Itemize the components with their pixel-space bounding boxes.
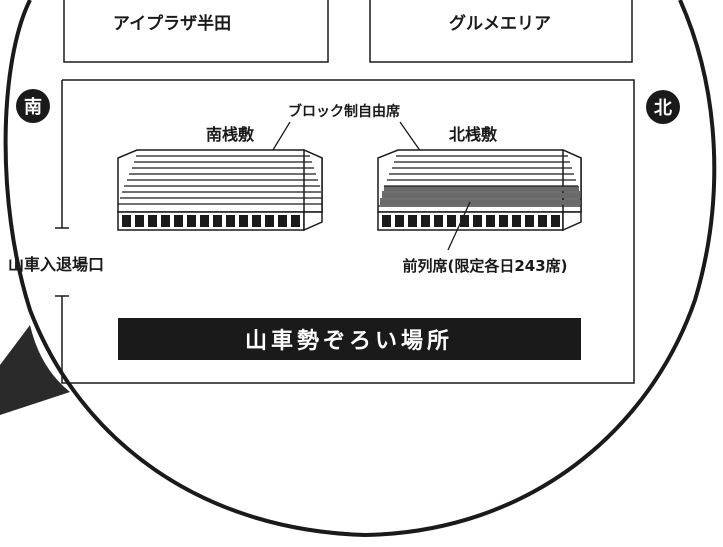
front-row-label: 前列席(限定各日243席): [402, 257, 567, 275]
float-gathering-label: 山車勢ぞろい場所: [245, 328, 453, 354]
north-stand-label: 北桟敷: [449, 125, 498, 144]
north-direction-label: 北: [654, 98, 672, 119]
magnifier-pointer: [0, 325, 70, 415]
area-label-gourmet: グルメエリア: [449, 13, 551, 34]
block-seating-label: ブロック制自由席: [288, 103, 400, 120]
south-direction-label: 南: [24, 96, 42, 118]
venue-boundary: [61, 79, 635, 384]
area-label-aiplaza: アイプラザ半田: [113, 13, 231, 34]
south-direction-badge: 南: [16, 89, 50, 123]
front-row-band: [384, 186, 579, 191]
front-row-leader: [447, 201, 471, 251]
north-stand-seating: [377, 148, 582, 232]
area-box-aiplaza: [63, 0, 329, 63]
float-gathering-band: [118, 318, 581, 360]
magnifier-circle-outline: [3, 0, 717, 538]
south-stand-seating: [117, 148, 323, 232]
south-stand-label: 南桟敷: [206, 125, 255, 144]
area-box-gourmet: [369, 0, 633, 63]
entrance-label: 山車入退場口: [8, 255, 104, 274]
north-direction-badge: 北: [646, 90, 680, 124]
